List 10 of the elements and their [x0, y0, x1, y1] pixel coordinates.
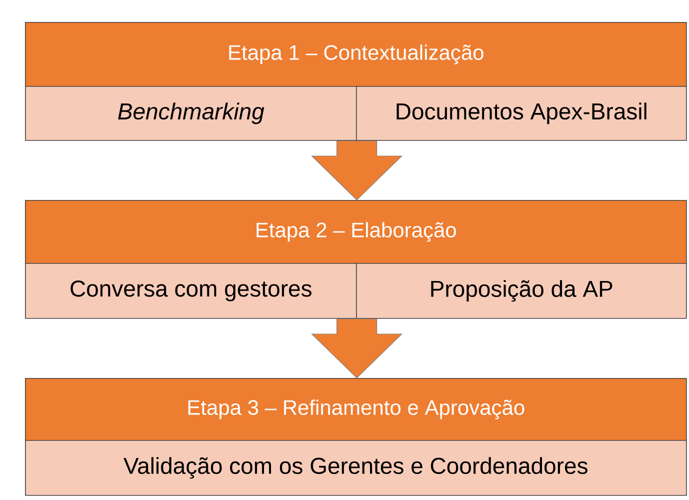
- stage-header: Etapa 3 – Refinamento e Aprovação: [25, 378, 687, 441]
- activity-cell: Validação com os Gerentes e Coordenadores: [25, 440, 687, 496]
- stage-header: Etapa 1 – Contextualização: [25, 22, 687, 87]
- stage-header: Etapa 2 – Elaboração: [25, 200, 687, 264]
- block-arrow: [311, 318, 403, 378]
- activity-cell: Conversa com gestores: [25, 263, 357, 319]
- activity-cell: Benchmarking: [25, 86, 357, 141]
- block-arrow: [311, 140, 403, 200]
- activity-cell: Documentos Apex-Brasil: [356, 86, 687, 141]
- activity-cell: Proposição da AP: [356, 263, 687, 319]
